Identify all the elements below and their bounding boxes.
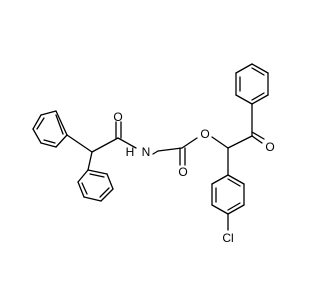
ester-carbonyl-oxygen-label: O (178, 165, 187, 179)
amide-nitrogen-label: N (142, 145, 151, 159)
chlorine-label: Cl (222, 231, 233, 245)
ester-oxygen-bonds (211, 136, 229, 149)
ketone-oxygen-label: O (265, 140, 274, 154)
ketone-bonds (251, 103, 265, 144)
structure-canvas: O N H O O O Cl (32, 63, 275, 245)
amide-group-bonds (115, 121, 137, 149)
alpha-carbon-bonds (227, 135, 253, 176)
ester-oxygen-label: O (200, 127, 209, 141)
molecule-structure: O N H O O O Cl (32, 63, 275, 245)
phenyl-ring-upper-left (32, 110, 68, 148)
chlorophenyl-ring (211, 174, 245, 215)
glycine-linker-bonds (152, 137, 198, 166)
amide-oxygen-label: O (113, 110, 122, 124)
atom-labels: O N H O O O Cl (113, 110, 274, 245)
amide-hydrogen-label: H (126, 145, 135, 159)
diphenylmethyl-bonds (66, 134, 119, 171)
phenyl-ring-upper-right (235, 63, 269, 105)
phenyl-ring-lower-left (77, 169, 114, 202)
